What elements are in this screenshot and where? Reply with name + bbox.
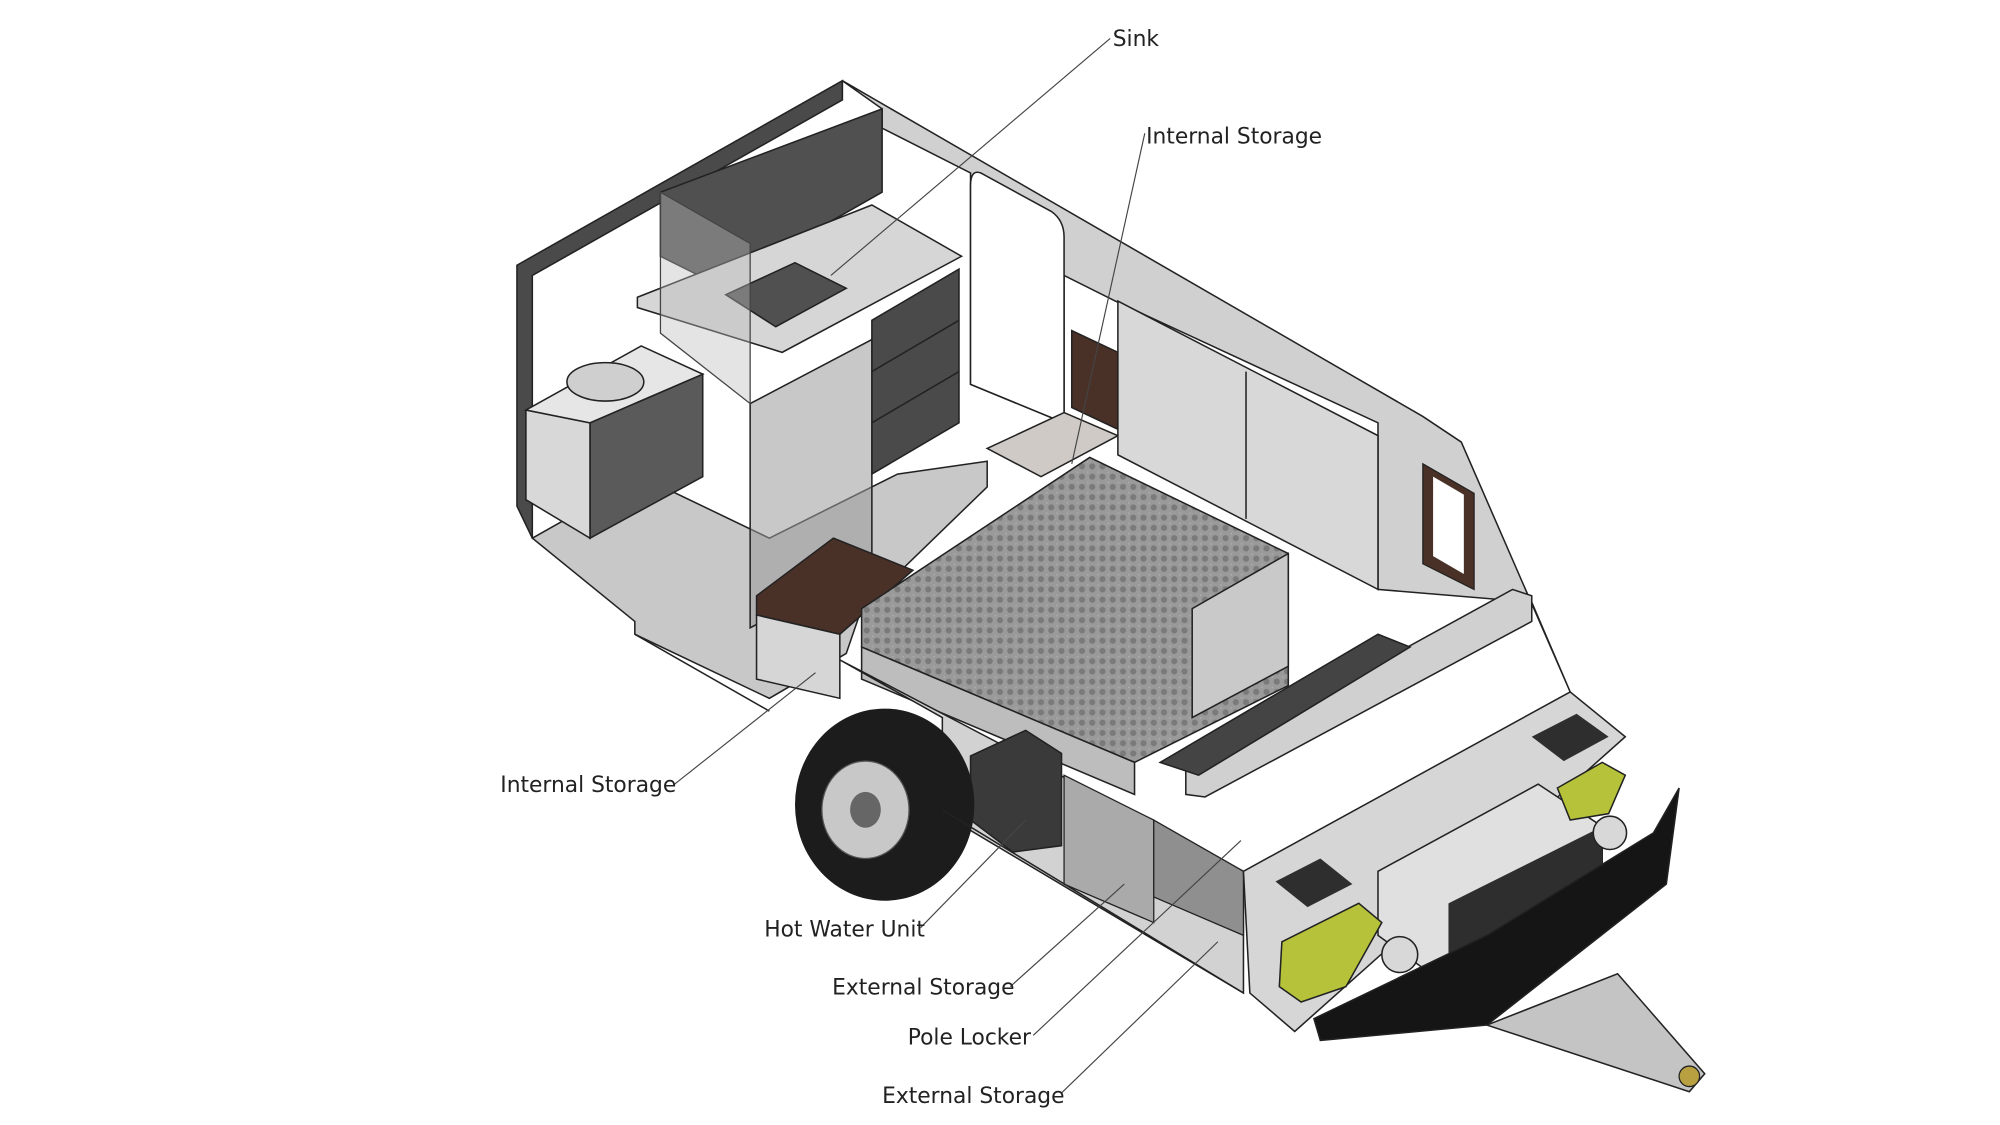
hitch	[1678, 1065, 1701, 1088]
jerry-can-left	[1278, 902, 1383, 1003]
vent-right	[1531, 713, 1609, 762]
leader-pole-locker	[1032, 840, 1242, 1036]
sink-basin	[724, 261, 848, 328]
seat-cushion	[1158, 633, 1412, 777]
label-pole-locker: Pole Locker	[908, 1025, 1031, 1050]
label-external-storage-1: External Storage	[832, 975, 1014, 1000]
leader-lines	[674, 38, 1242, 1094]
toilet-seat	[566, 361, 645, 402]
leader-hot-water-unit	[920, 819, 1027, 929]
jerry-can-right	[1556, 761, 1627, 821]
callout-labels: Sink Internal Storage Internal Storage H…	[500, 27, 1322, 1109]
label-internal-storage-top: Internal Storage	[1146, 125, 1322, 150]
toilet-cabinet-front	[525, 409, 591, 540]
pole-locker-bay	[1153, 818, 1245, 937]
bed-base	[860, 645, 1136, 796]
shower-glass-upper	[659, 191, 751, 405]
step-storage-front	[755, 614, 841, 700]
wardrobe-panel	[1070, 329, 1119, 431]
wheel	[794, 708, 975, 901]
seat-rail	[1185, 588, 1533, 798]
leader-internal-storage-top	[1071, 133, 1146, 464]
drawbar	[1484, 972, 1706, 1093]
leader-external-storage-1	[1009, 883, 1125, 988]
bed-fold	[1191, 552, 1290, 719]
stone-guard	[1313, 787, 1680, 1042]
leader-sink	[830, 38, 1111, 276]
leader-external-storage-2	[1061, 941, 1219, 1094]
label-hot-water-unit: Hot Water Unit	[764, 918, 925, 943]
gas-bottle-left	[1381, 935, 1419, 974]
external-storage-bay	[1063, 774, 1155, 924]
label-sink: Sink	[1113, 27, 1160, 52]
bedhead-cabinets	[1117, 299, 1379, 591]
trailer-body	[516, 79, 1706, 1093]
vent-left	[1275, 858, 1353, 908]
leader-internal-storage-left	[674, 672, 816, 785]
kitchen-drawers	[871, 267, 960, 476]
gas-bottle-right	[1592, 815, 1628, 851]
label-external-storage-2: External Storage	[882, 1084, 1064, 1109]
label-internal-storage-left: Internal Storage	[500, 773, 676, 798]
rear-wall	[516, 79, 844, 539]
